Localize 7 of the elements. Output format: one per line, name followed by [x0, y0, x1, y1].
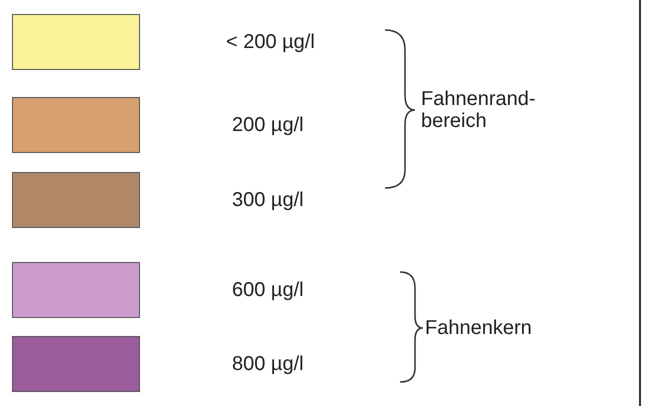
legend-label: < 200 µg/l — [226, 30, 315, 54]
legend-label: 800 µg/l — [232, 352, 304, 376]
legend-label: 200 µg/l — [232, 113, 304, 137]
group-label: Fahnenkern — [425, 317, 533, 339]
legend-label: 300 µg/l — [232, 188, 304, 212]
group-label: Fahnenrand- bereich — [421, 88, 537, 132]
legend-label: 600 µg/l — [232, 278, 304, 302]
